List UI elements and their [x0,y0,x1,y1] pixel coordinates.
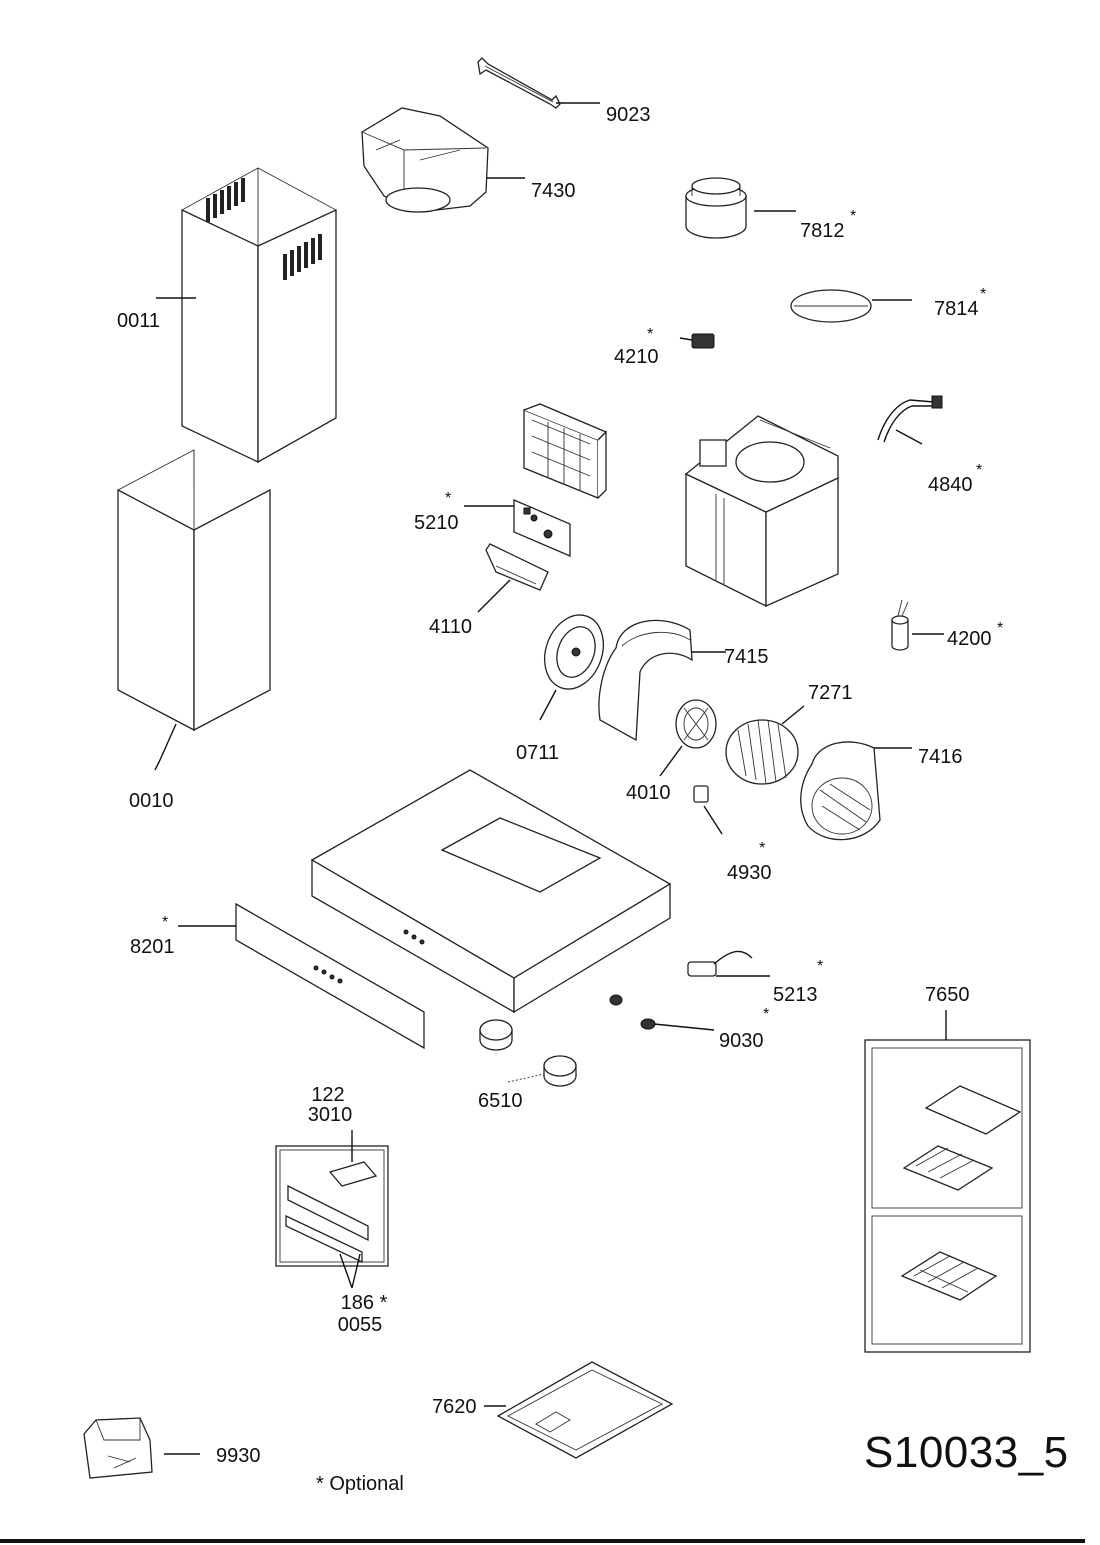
filter-frame-drawing [523,403,608,499]
motor-housing-drawing [684,415,839,608]
blower-half-7416-drawing [800,741,912,841]
optional-star-9030: * [763,1006,770,1023]
bottom-rule [0,1539,1085,1543]
label-5210: 5210 [414,512,459,534]
label-control-bottom-line2: 0055 [337,1314,383,1336]
label-9023: 9023 [606,104,651,126]
label-0010: 0010 [129,790,174,812]
connector-4210-drawing [679,333,715,349]
optional-star-5210: * [445,490,452,507]
label-0711: 0711 [516,742,560,764]
front-panel-8201-drawing [178,902,425,1050]
knobs-6510-drawing [479,1019,577,1087]
optional-star-4210: * [647,326,654,343]
collar-7812-drawing [685,177,796,239]
air-outlet-7430-drawing [361,107,525,213]
hood-body-drawing [310,769,672,1014]
optional-star-5213: * [817,958,824,975]
label-4210: 4210 [614,346,659,368]
backplate-0711-drawing [539,614,604,721]
label-7812: 7812 [800,220,845,242]
feet-9030-drawing [609,994,715,1031]
optional-star-8201: * [162,914,169,931]
label-4010: 4010 [626,782,671,804]
optional-star-4200: * [997,620,1004,637]
label-5213: 5213 [773,984,818,1006]
label-0011: 0011 [117,310,161,332]
accessory-bag-9930-drawing [83,1417,200,1479]
damper-7814-drawing [790,289,912,323]
blower-half-7415-drawing [598,619,726,742]
wheel-7271-drawing [725,705,805,785]
optional-legend: * Optional [316,1473,404,1495]
pcb-5210-drawing [464,499,571,557]
drawing-id: S10033_5 [864,1428,1069,1477]
optional-star-7812: * [850,208,857,225]
label-8201: 8201 [130,936,175,958]
label-4200: 4200 [947,628,992,650]
label-control-bottom-line1: 186 * [340,1292,388,1314]
capacitor-4200-drawing [891,599,944,651]
label-4840: 4840 [928,474,973,496]
motor-4010-drawing [659,699,717,777]
label-7415: 7415 [724,646,769,668]
label-7650: 7650 [925,984,970,1006]
bracket-9023-drawing [477,57,600,109]
label-4110: 4110 [429,616,473,638]
label-7814: 7814 [934,298,979,320]
cover-4110-drawing [477,543,549,613]
upper-chimney-0011-drawing [156,167,337,464]
lamp-5213-drawing [687,950,770,977]
grease-filter-7620-drawing [484,1361,674,1459]
label-7416: 7416 [918,746,963,768]
cable-4840-drawing [877,395,943,445]
switch-4930-drawing [693,785,723,835]
label-9930: 9930 [216,1445,261,1467]
label-7271: 7271 [808,682,853,704]
label-7430: 7430 [531,180,576,202]
optional-star-4840: * [976,462,983,479]
label-9030: 9030 [719,1030,764,1052]
label-control-top-line2: 3010 [307,1104,353,1126]
optional-star-7814: * [980,286,987,303]
label-control-top-line1: 122 [311,1084,345,1106]
filter-kit-7650-drawing [864,1010,1031,1353]
label-4930: 4930 [727,862,772,884]
label-7620: 7620 [432,1396,477,1418]
control-assembly-drawing [275,1130,389,1289]
label-6510: 6510 [478,1090,523,1112]
lower-chimney-0010-drawing [117,449,271,771]
optional-star-4930: * [759,840,766,857]
